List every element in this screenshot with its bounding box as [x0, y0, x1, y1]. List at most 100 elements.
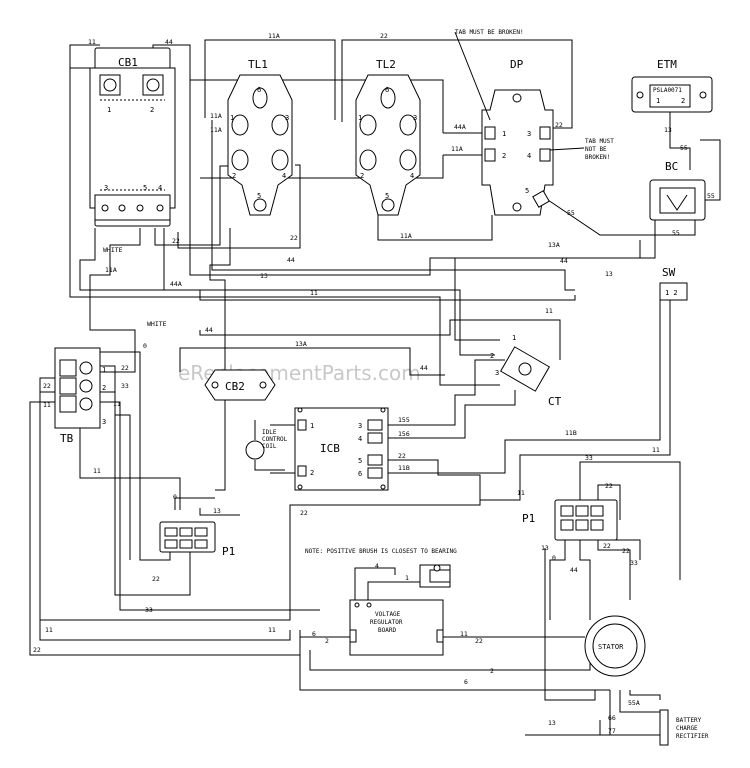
- wire-label: 22: [603, 542, 611, 550]
- dp-diode-pack: DP 1 2 3 4 5: [481, 58, 554, 216]
- tl1-pin-3: 3: [285, 114, 289, 122]
- wire-label: 156: [398, 430, 410, 438]
- wires: [29, 39, 721, 736]
- tb-label: TB: [60, 432, 74, 445]
- wire-label: 77: [608, 727, 616, 735]
- wire-label: 13: [664, 126, 672, 134]
- tb-pin-3: 3: [102, 418, 106, 426]
- dp-pin-3: 3: [527, 130, 531, 138]
- cb1-label: CB1: [118, 56, 138, 69]
- bc-label: BC: [665, 160, 678, 173]
- cb1-breaker: CB1 1 2 3 5 4: [89, 47, 176, 227]
- icb-pin-3: 3: [358, 422, 362, 430]
- tab-not-broken-note-1: TAB MUST: [585, 138, 614, 145]
- wire-label: 11: [113, 400, 121, 408]
- wire-label: 66: [608, 714, 616, 722]
- battery-charge-rectifier: BATTERY CHARGE RECTIFIER: [659, 709, 709, 746]
- wire-label: 11: [88, 38, 96, 46]
- etm-chip-label: PSLA0071: [653, 87, 682, 94]
- wire-label: 13: [260, 272, 268, 280]
- wire-label: 11B: [398, 464, 410, 472]
- bcr-label-2: CHARGE: [676, 725, 698, 732]
- wire-label: 11: [310, 289, 318, 297]
- brush-holder: [419, 564, 451, 588]
- wire-label: 11: [545, 307, 553, 315]
- wire-labels: 11 44 11A 22 11A 11A 44A 11A 22 13 55 55…: [33, 32, 715, 735]
- wire-label: 2: [325, 637, 329, 645]
- wire-label: 0: [143, 342, 147, 350]
- icb-pin-2: 2: [310, 469, 314, 477]
- wire-label: 11A: [268, 32, 280, 40]
- wire-label: 6: [312, 630, 316, 638]
- bc-bridge-connector: BC: [649, 160, 706, 221]
- tl1-terminal-lug: TL1 6 1 3 2 4 5: [227, 58, 293, 216]
- bcr-label-3: RECTIFIER: [676, 733, 709, 740]
- wire-label: 33: [145, 606, 153, 614]
- etm-module: ETM PSLA0071 1 2: [631, 58, 713, 113]
- icb-pin-1: 1: [310, 422, 314, 430]
- wire-label: 22: [172, 237, 180, 245]
- dp-pin-2: 2: [502, 152, 506, 160]
- tab-broken-note: TAB MUST BE BROKEN!: [455, 29, 524, 36]
- wire-label: 44: [420, 364, 428, 372]
- tl2-label: TL2: [376, 58, 396, 71]
- wire-label: 44: [287, 256, 295, 264]
- wire-label: 55: [707, 192, 715, 200]
- wire-label: 22: [605, 482, 613, 490]
- tl1-label: TL1: [248, 58, 268, 71]
- cb2-label: CB2: [225, 380, 245, 393]
- ct-pin-2: 2: [490, 352, 494, 360]
- wire-label: 11: [93, 467, 101, 475]
- wire-label: 0: [552, 554, 556, 562]
- etm-label: ETM: [657, 58, 677, 71]
- tl1-pin-4: 4: [282, 172, 286, 180]
- icb-idle-control-board: ICB 1 2 3 4 5 6: [294, 407, 389, 491]
- wire-label: 11: [45, 626, 53, 634]
- tl2-pin-6: 6: [385, 86, 389, 94]
- wire-label: 11B: [565, 429, 577, 437]
- tl2-pin-2: 2: [360, 172, 364, 180]
- wire-label: 13: [548, 719, 556, 727]
- tl1-pin-1: 1: [230, 114, 234, 122]
- tl2-pin-4: 4: [410, 172, 414, 180]
- wire-label: 13: [213, 507, 221, 515]
- tab-not-broken-note-2: NOT BE: [585, 146, 607, 153]
- ct-pin-1: 1: [512, 334, 516, 342]
- vrb-label-3: BOARD: [378, 627, 396, 634]
- wire-label: 22: [290, 234, 298, 242]
- wire-label: 22: [380, 32, 388, 40]
- wire-label: 33: [630, 559, 638, 567]
- wire-label: 11: [43, 401, 51, 409]
- idle-coil-label-3: COIL: [262, 443, 277, 450]
- wire-label: 22: [398, 452, 406, 460]
- wire-label: 55: [680, 144, 688, 152]
- sw-label: SW: [662, 266, 676, 279]
- wire-label: 13: [541, 544, 549, 552]
- ct-pin-3: 3: [495, 369, 499, 377]
- vrb-label-1: VOLTAGE: [375, 611, 401, 618]
- icb-pin-5: 5: [358, 457, 362, 465]
- tl2-terminal-lug: TL2 6 1 3 2 4 5: [355, 58, 421, 216]
- etm-pin-2: 2: [681, 97, 685, 105]
- ct-label: CT: [548, 395, 562, 408]
- wire-label: WHITE: [103, 246, 123, 254]
- tab-not-broken-note-3: BROKEN!: [585, 154, 610, 161]
- wire-label: 22: [33, 646, 41, 654]
- wire-label: 13: [605, 270, 613, 278]
- p1-right-connector: P1: [522, 499, 618, 541]
- icb-pin-6: 6: [358, 470, 362, 478]
- wire-label: 33: [585, 454, 593, 462]
- wire-label: 13A: [548, 241, 560, 249]
- wire-label: 11A: [400, 232, 412, 240]
- sw-switch: SW 1 2: [659, 266, 688, 301]
- dp-label: DP: [510, 58, 524, 71]
- vrb-label-2: REGULATOR: [370, 619, 403, 626]
- wire-label: 22: [152, 575, 160, 583]
- wire-label: 155: [398, 416, 410, 424]
- cb1-pin-1: 1: [107, 106, 111, 114]
- wire-label: 44A: [170, 280, 182, 288]
- wire-label: 22: [300, 509, 308, 517]
- wire-label: 11A: [210, 126, 222, 134]
- cb1-pin-5: 5: [143, 184, 147, 192]
